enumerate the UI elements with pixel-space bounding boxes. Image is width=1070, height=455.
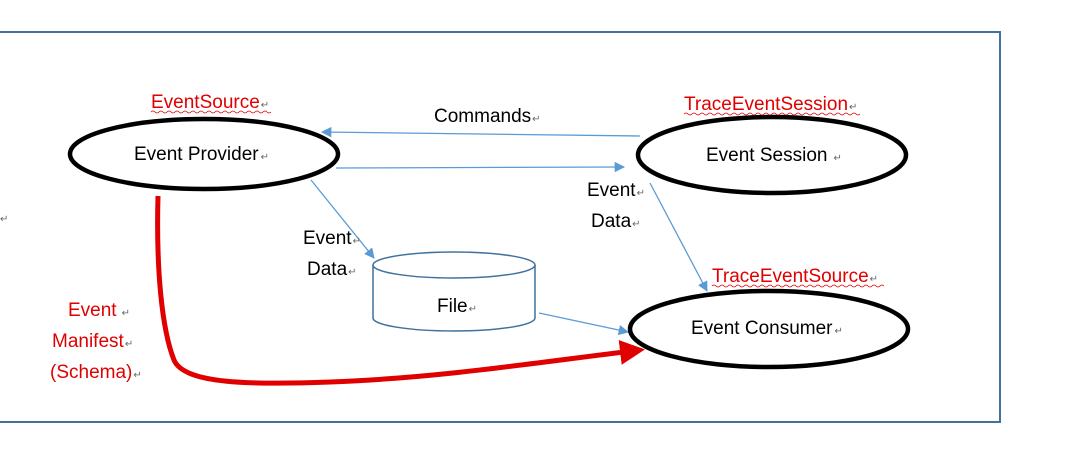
eventsource-tag-text: EventSource↵ — [151, 92, 269, 113]
event-data-label-file: Event↵ Data↵ — [303, 228, 361, 280]
event-manifest-line2: Manifest↵ — [52, 331, 133, 352]
stray-paragraph-mark: ↵ — [0, 214, 8, 225]
file-node: File↵ — [372, 251, 536, 332]
eventsource-spellcheck-underline — [150, 110, 272, 114]
event-provider-label: Event Provider↵ — [134, 144, 269, 165]
event-data-label-consumer-line1: Event↵ — [587, 180, 645, 201]
event-data-label-consumer-line2: Data↵ — [591, 211, 641, 232]
eventsource-tag: EventSource↵ — [150, 92, 272, 114]
event-manifest-line1: Event↵ — [68, 300, 130, 321]
commands-label: Commands↵ — [434, 106, 541, 127]
event-session-node: Event Session↵ — [635, 114, 909, 196]
traceeventsession-tag: TraceEventSession↵ — [683, 94, 861, 116]
provider-to-file-arrow — [310, 179, 375, 259]
event-session-label: Event Session↵ — [706, 145, 842, 166]
event-provider-node: Event Provider↵ — [67, 116, 341, 192]
event-provider-ellipse — [67, 116, 341, 192]
event-data-label-file-line1: Event↵ — [303, 228, 361, 249]
diagram-frame — [0, 31, 1001, 423]
file-to-consumer-arrow — [538, 312, 630, 336]
event-consumer-ellipse — [627, 288, 911, 370]
provider-to-session-arrow — [335, 161, 626, 173]
event-consumer-label: Event Consumer↵ — [691, 318, 843, 339]
traceeventsession-tag-text: TraceEventSession↵ — [684, 94, 857, 115]
manifest-arrow — [155, 195, 645, 386]
event-session-ellipse — [635, 114, 909, 196]
traceeventsource-spellcheck-underline — [711, 284, 885, 288]
traceeventsession-spellcheck-underline — [683, 112, 861, 116]
event-data-label-file-line2: Data↵ — [307, 259, 357, 280]
event-manifest-line3: (Schema)↵ — [50, 362, 142, 383]
file-label: File↵ — [437, 296, 477, 317]
commands-arrow — [320, 126, 641, 138]
session-to-consumer-arrow — [649, 182, 708, 292]
event-manifest-label: Event↵ Manifest↵ (Schema)↵ — [50, 300, 142, 383]
traceeventsource-tag: TraceEventSource↵ — [711, 266, 885, 288]
file-cylinder-top — [372, 251, 536, 279]
event-data-label-consumer: Event↵ Data↵ — [587, 180, 645, 232]
traceeventsource-tag-text: TraceEventSource↵ — [712, 266, 878, 287]
file-cylinder-body — [372, 265, 536, 332]
event-consumer-node: Event Consumer↵ — [627, 288, 911, 370]
